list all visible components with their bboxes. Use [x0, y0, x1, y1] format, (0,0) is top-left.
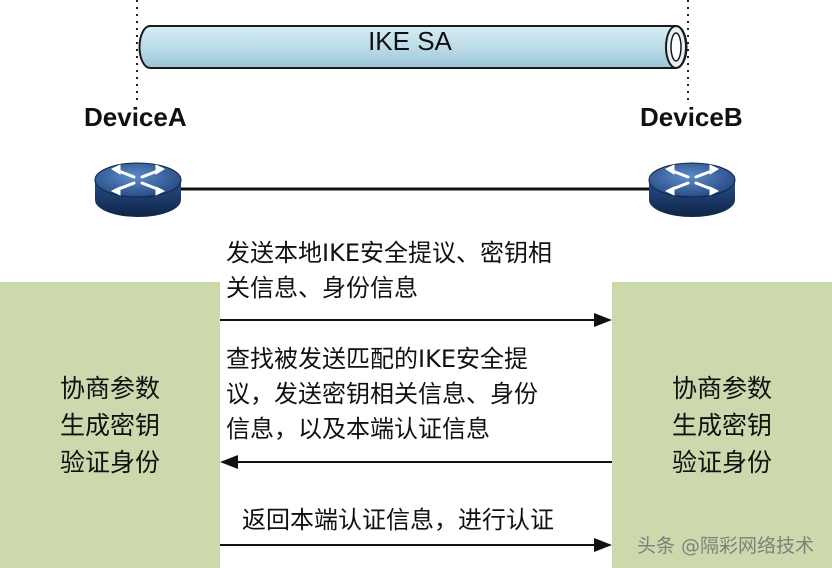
- ike-sa-label: IKE SA: [368, 26, 452, 56]
- arrow-2-b-to-a: [220, 455, 612, 469]
- panel-line: 协商参数: [671, 374, 772, 403]
- deviceA-process-panel: 协商参数 生成密钥 验证身份: [0, 282, 220, 568]
- deviceA-label: DeviceA: [84, 102, 187, 132]
- message-line: 发送本地IKE安全提议、密钥相: [226, 239, 552, 267]
- panel-line: 验证身份: [671, 448, 772, 477]
- panel-line: 验证身份: [59, 448, 160, 477]
- message-2-text: 查找被发送匹配的IKE安全提 议，发送密钥相关信息、身份 信息，以及本端认证信息: [226, 342, 538, 447]
- deviceA-process-text: 协商参数 生成密钥 验证身份: [0, 370, 220, 481]
- message-line: 关信息、身份信息: [226, 274, 418, 302]
- panel-line: 协商参数: [59, 374, 160, 403]
- deviceA-router-icon: [94, 162, 182, 217]
- message-line: 议，发送密钥相关信息、身份: [226, 380, 538, 408]
- message-line: 信息，以及本端认证信息: [226, 415, 490, 443]
- message-3-text: 返回本端认证信息，进行认证: [242, 503, 554, 538]
- panel-line: 生成密钥: [671, 411, 772, 440]
- message-1-text: 发送本地IKE安全提议、密钥相 关信息、身份信息: [226, 236, 552, 306]
- ike-sa-tunnel: [138, 25, 688, 69]
- arrow-3-a-to-b: [220, 538, 612, 552]
- deviceB-label: DeviceB: [640, 102, 743, 132]
- panel-line: 生成密钥: [59, 411, 160, 440]
- deviceB-router-icon: [648, 162, 736, 217]
- deviceB-process-panel: 协商参数 生成密钥 验证身份: [612, 282, 832, 568]
- deviceB-process-text: 协商参数 生成密钥 验证身份: [612, 370, 832, 481]
- watermark: 头条 @隔彩网络技术: [636, 535, 814, 557]
- arrow-1-a-to-b: [220, 313, 612, 327]
- message-line: 返回本端认证信息，进行认证: [242, 506, 554, 534]
- message-line: 查找被发送匹配的IKE安全提: [226, 345, 528, 373]
